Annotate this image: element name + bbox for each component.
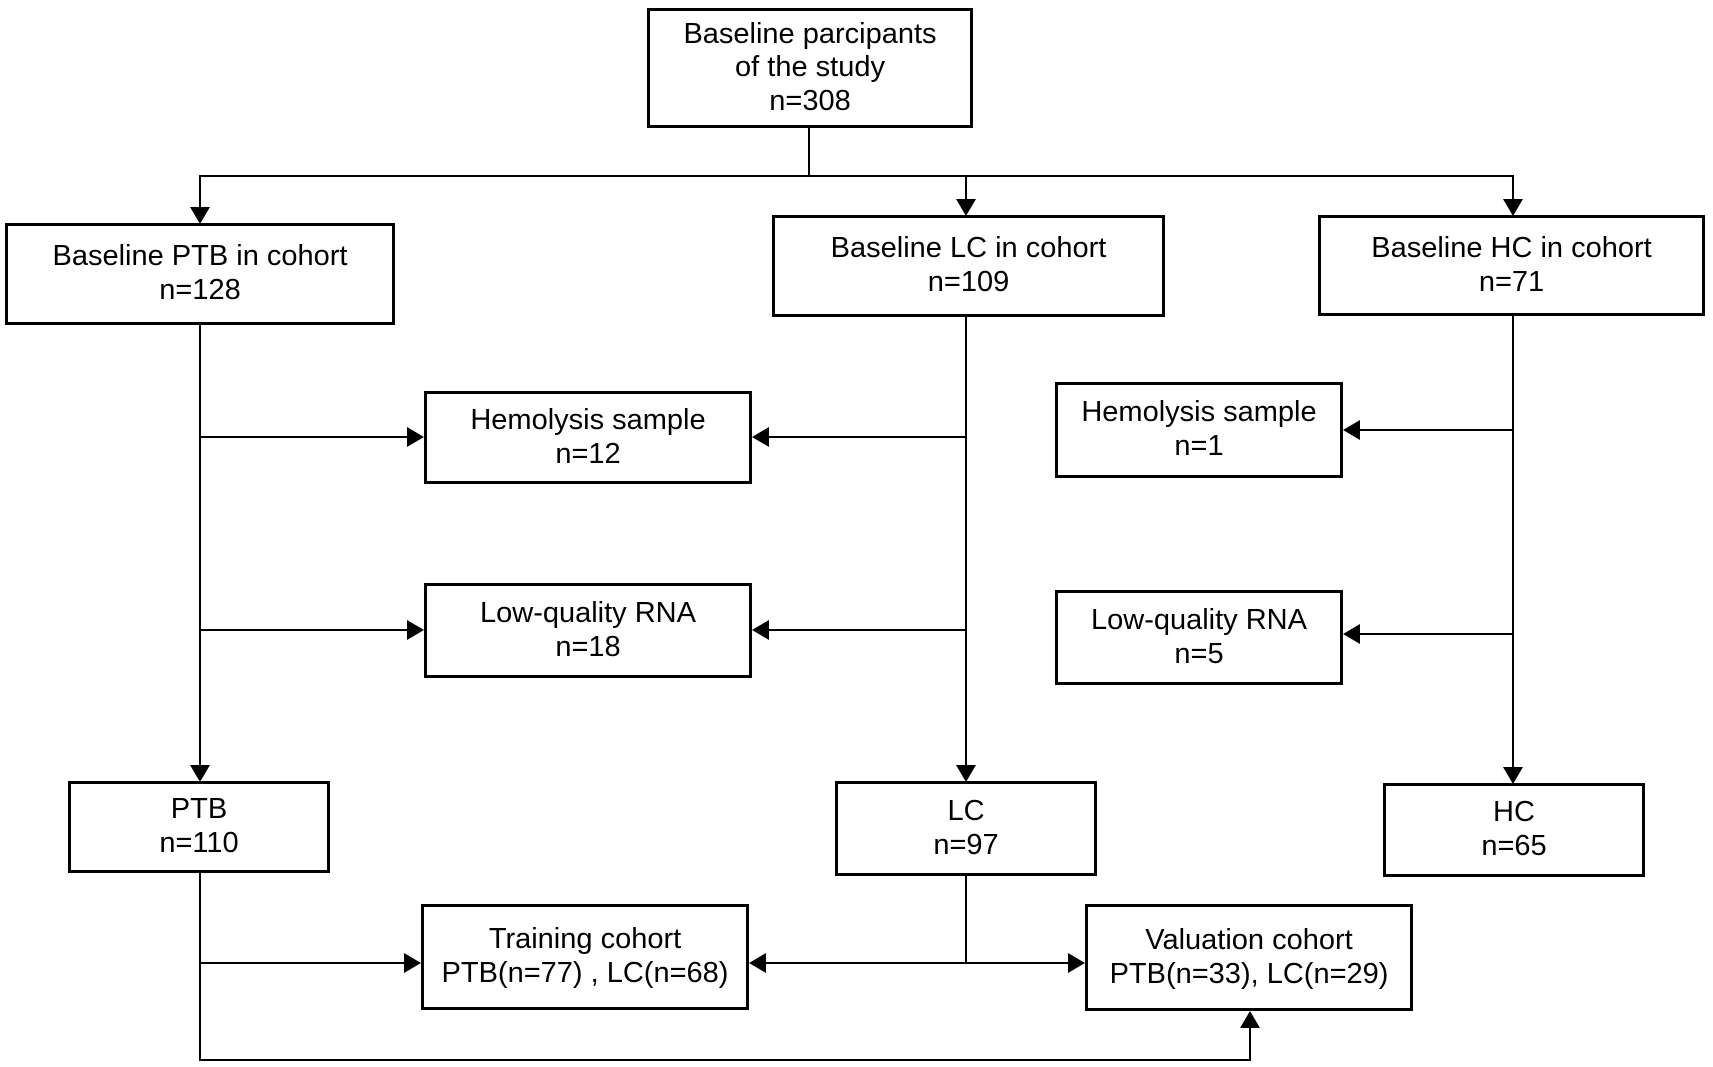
connector-ptb-trunk bbox=[199, 325, 201, 766]
connector-drop-baseline-hc bbox=[1512, 176, 1514, 200]
arrowhead-down-ptb-final bbox=[190, 765, 210, 782]
node-text-line: Baseline parcipants bbox=[683, 17, 937, 50]
connector-drop-baseline-ptb bbox=[199, 176, 201, 208]
arrowhead-right-low-quality bbox=[407, 620, 424, 640]
arrowhead-down-lc-final bbox=[956, 765, 976, 782]
node-baseline-hc: Baseline HC in cohort n=71 bbox=[1318, 215, 1705, 316]
connector-root-stem bbox=[808, 128, 810, 177]
arrowhead-left-training bbox=[749, 953, 766, 973]
node-text-line: n=1 bbox=[1174, 430, 1224, 462]
node-text-line: Training cohort bbox=[488, 923, 682, 956]
connector-hc-to-low-quality bbox=[1359, 633, 1514, 635]
node-text-line: Valuation cohort bbox=[1145, 923, 1353, 956]
arrowhead-down-baseline-hc bbox=[1503, 199, 1523, 216]
node-baseline-participants: Baseline parcipants of the study n=308 bbox=[647, 8, 973, 128]
node-text-line: LC bbox=[947, 794, 985, 827]
connector-ptb-to-hemolysis bbox=[199, 436, 408, 438]
node-text-line: Hemolysis sample bbox=[470, 403, 706, 436]
node-text-line: Baseline PTB in cohort bbox=[52, 240, 348, 273]
node-text-line: Low-quality RNA bbox=[480, 596, 696, 629]
node-hc-final: HC n=65 bbox=[1383, 783, 1645, 877]
node-valuation-cohort: Valuation cohort PTB(n=33), LC(n=29) bbox=[1085, 904, 1413, 1011]
node-text-line: n=97 bbox=[933, 828, 999, 861]
node-baseline-lc: Baseline LC in cohort n=109 bbox=[772, 215, 1165, 317]
node-text-line: Hemolysis sample bbox=[1081, 396, 1317, 429]
connector-distribution-line bbox=[199, 175, 1514, 177]
connector-ptb-to-training bbox=[199, 962, 406, 964]
node-hemolysis-sample-ptb-lc: Hemolysis sample n=12 bbox=[424, 391, 752, 484]
node-ptb-final: PTB n=110 bbox=[68, 781, 330, 873]
connector-training-valuation-line bbox=[766, 962, 1070, 964]
node-text-line: n=110 bbox=[159, 827, 239, 859]
node-text-line: n=65 bbox=[1481, 830, 1547, 862]
arrowhead-up-valuation bbox=[1240, 1011, 1260, 1028]
node-text-line: n=12 bbox=[555, 437, 621, 470]
node-text-line: Low-quality RNA bbox=[1091, 603, 1307, 636]
arrowhead-left-hemolysis bbox=[752, 427, 769, 447]
connector-drop-baseline-lc bbox=[965, 176, 967, 200]
arrowhead-left-low-quality bbox=[752, 620, 769, 640]
connector-ptb-down-trunk bbox=[199, 873, 201, 1061]
arrowhead-right-hemolysis bbox=[407, 427, 424, 447]
node-lc-final: LC n=97 bbox=[835, 781, 1097, 876]
connector-lc-to-hemolysis bbox=[768, 436, 966, 438]
connector-lc-trunk bbox=[965, 317, 967, 766]
arrowhead-right-valuation bbox=[1068, 953, 1085, 973]
connector-up-stem-valuation bbox=[1249, 1028, 1251, 1061]
node-text-line: n=109 bbox=[927, 266, 1010, 298]
arrowhead-right-training bbox=[404, 953, 421, 973]
node-text-line: n=308 bbox=[769, 84, 851, 117]
arrowhead-down-hc-final bbox=[1503, 767, 1523, 784]
node-low-quality-rna-hc: Low-quality RNA n=5 bbox=[1055, 590, 1343, 685]
node-text-line: PTB(n=77) , LC(n=68) bbox=[441, 957, 729, 989]
connector-lc-down-stem bbox=[965, 876, 967, 964]
arrowhead-left-low-quality-hc bbox=[1343, 624, 1360, 644]
arrowhead-left-hemolysis-hc bbox=[1343, 420, 1360, 440]
connector-bottom-line bbox=[199, 1059, 1251, 1061]
arrowhead-down-baseline-ptb bbox=[190, 207, 210, 224]
node-text-line: n=71 bbox=[1478, 265, 1545, 298]
node-training-cohort: Training cohort PTB(n=77) , LC(n=68) bbox=[421, 904, 749, 1010]
node-baseline-ptb: Baseline PTB in cohort n=128 bbox=[5, 223, 395, 325]
connector-hc-trunk bbox=[1512, 316, 1514, 768]
connector-hc-to-hemolysis bbox=[1359, 429, 1514, 431]
node-low-quality-rna-ptb-lc: Low-quality RNA n=18 bbox=[424, 583, 752, 678]
node-text-line: n=18 bbox=[555, 630, 621, 663]
node-text-line: PTB bbox=[170, 793, 228, 826]
node-text-line: HC bbox=[1493, 796, 1535, 829]
node-text-line: Baseline LC in cohort bbox=[830, 232, 1107, 265]
node-text-line: Baseline HC in cohort bbox=[1371, 231, 1652, 264]
node-hemolysis-sample-hc: Hemolysis sample n=1 bbox=[1055, 382, 1343, 478]
node-text-line: n=5 bbox=[1174, 637, 1224, 670]
connector-lc-to-low-quality bbox=[768, 629, 966, 631]
arrowhead-down-baseline-lc bbox=[956, 199, 976, 216]
node-text-line: PTB(n=33), LC(n=29) bbox=[1109, 957, 1389, 990]
connector-ptb-to-low-quality bbox=[199, 629, 408, 631]
node-text-line: n=128 bbox=[159, 274, 241, 306]
node-text-line: of the study bbox=[735, 51, 885, 84]
